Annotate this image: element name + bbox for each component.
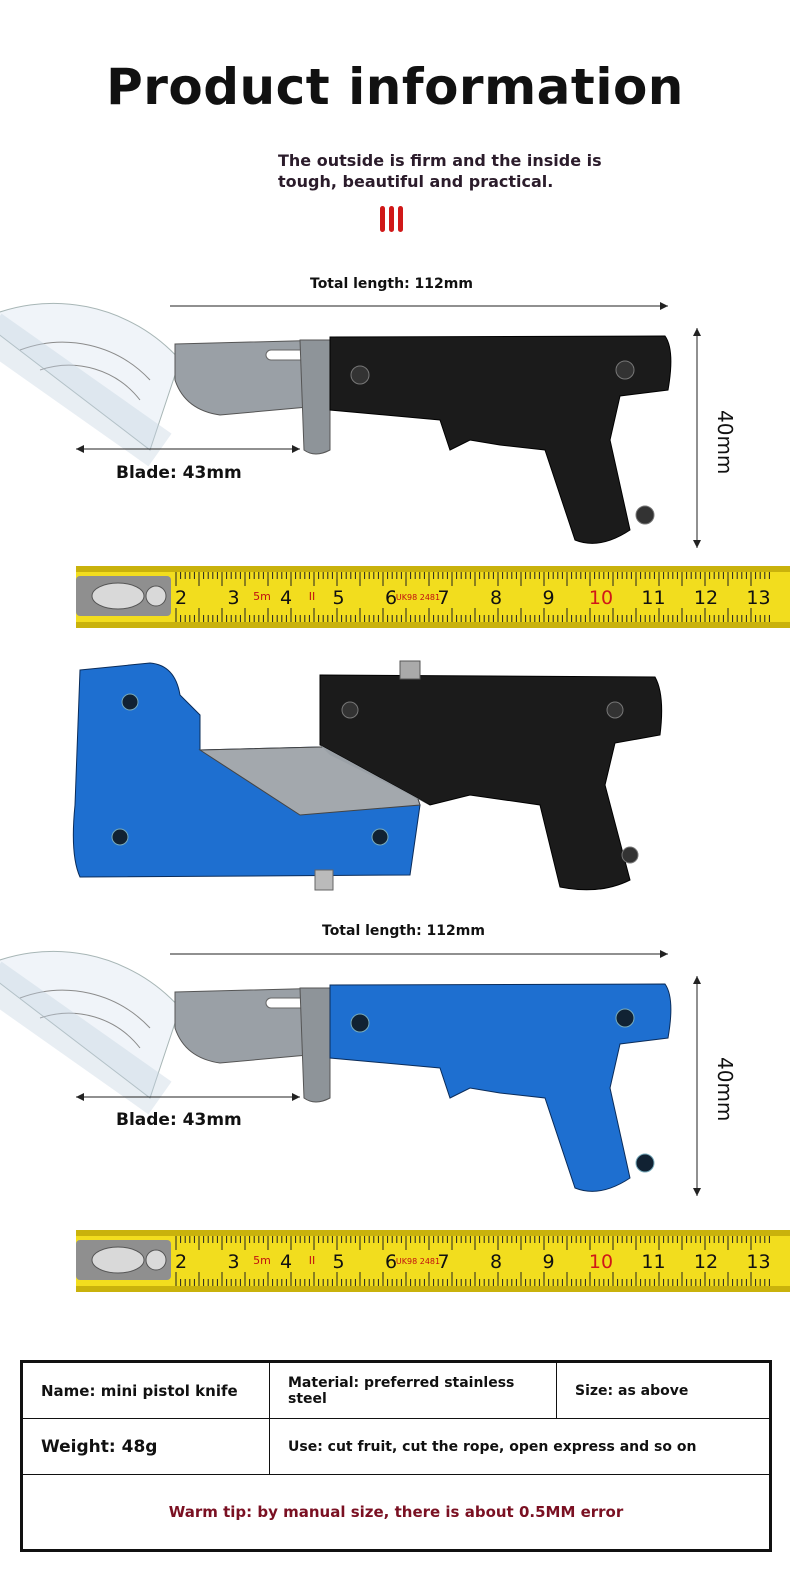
closed-knives-illustration [72,660,663,891]
measuring-tape-2: 2 3 4 5 6 7 8 9 10 11 12 13 5m II UK98 2481 [76,1230,790,1292]
ruler-number: 3 [227,587,239,609]
ruler-badge: 5m [253,1254,271,1267]
ruler-badge: II [309,590,316,603]
decorative-bars-icon [380,206,410,234]
spec-size: Size: as above [556,1361,771,1419]
product-image-black-open [0,240,790,640]
total-length-label: Total length: 112mm [310,276,473,292]
ruler-number: 6 [385,1251,397,1273]
black-knife-illustration [0,302,701,548]
ruler-badge: UK98 2481 [396,1257,440,1266]
ruler-number: 10 [589,1251,613,1273]
ruler-number: 9 [542,1251,554,1273]
measuring-tape-1: 2 3 4 5 6 7 8 9 10 11 12 13 5m II UK98 2481 [76,566,790,628]
page-title: Product information [106,58,684,116]
ruler-badge: II [309,1254,316,1267]
blade-length-label: Blade: 43mm [116,463,242,483]
total-length-label: Total length: 112mm [322,923,485,939]
spec-table: Name: mini pistol knife Material: prefer… [20,1360,772,1552]
protractor-icon [0,950,181,1115]
warm-tip: Warm tip: by manual size, there is about… [21,1474,771,1551]
blade-length-label: Blade: 43mm [116,1110,242,1130]
ruler-number: 2 [175,1251,187,1273]
ruler-number: 11 [641,1251,665,1273]
spec-weight: Weight: 48g [21,1418,270,1475]
ruler-number: 5 [332,587,344,609]
height-label: 40mm [713,410,737,475]
ruler-number: 6 [385,587,397,609]
ruler-number: 5 [332,1251,344,1273]
ruler-number: 8 [490,587,502,609]
product-image-closed-pair [0,655,790,895]
ruler-number: 9 [542,587,554,609]
spec-name: Name: mini pistol knife [21,1361,270,1419]
ruler-number: 13 [746,587,770,609]
blue-knife-illustration [0,950,701,1196]
height-label: 40mm [713,1057,737,1122]
ruler-number: 11 [641,587,665,609]
ruler-number: 12 [694,587,718,609]
tape-ruler-graphic: 2 3 4 5 6 7 8 9 10 11 12 13 5m II UK98 2481 [76,566,790,628]
ruler-number: 13 [746,1251,770,1273]
ruler-badge: 5m [253,590,271,603]
ruler-number: 3 [227,1251,239,1273]
ruler-number: 7 [437,1251,449,1273]
ruler-number: 10 [589,587,613,609]
subtitle: The outside is firm and the inside is to… [278,151,602,191]
product-image-blue-open [0,888,790,1288]
spec-material: Material: preferred stainless steel [269,1361,557,1419]
ruler-number: 12 [694,1251,718,1273]
spec-use: Use: cut fruit, cut the rope, open expre… [269,1418,771,1475]
ruler-number: 2 [175,587,187,609]
ruler-badge: UK98 2481 [396,593,440,602]
protractor-icon [0,302,181,467]
ruler-number: 4 [280,587,292,609]
ruler-number: 4 [280,1251,292,1273]
ruler-number: 8 [490,1251,502,1273]
ruler-number: 7 [437,587,449,609]
tape-ruler-graphic: 2 3 4 5 6 7 8 9 10 11 12 13 5m II UK98 2481 [76,1230,790,1292]
